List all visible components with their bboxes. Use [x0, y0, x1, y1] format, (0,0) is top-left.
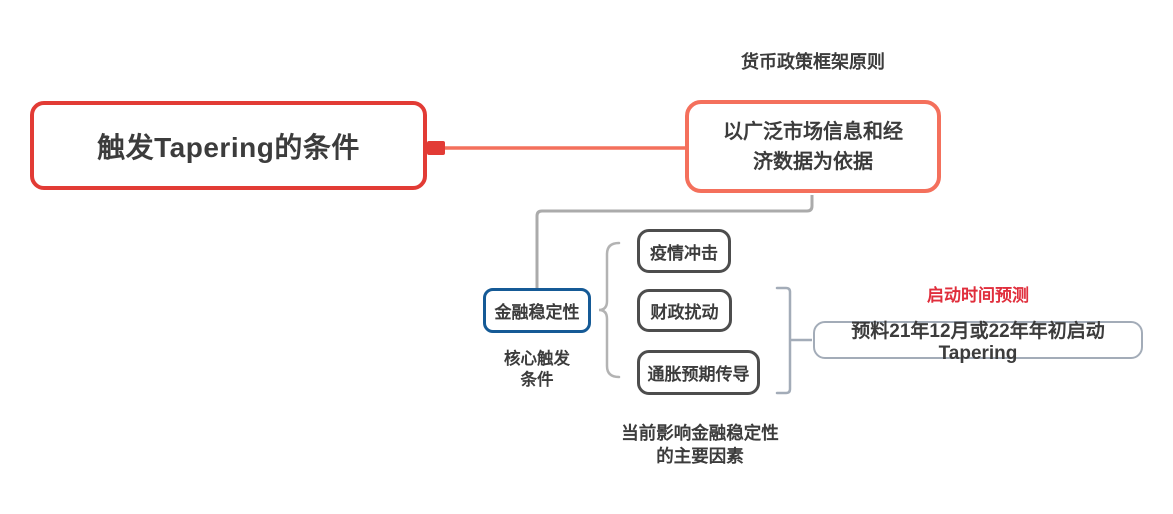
- node-root-topic[interactable]: 触发Tapering的条件: [30, 101, 427, 190]
- root-connector-stub: [427, 141, 445, 155]
- principle-label-line1: 以广泛市场信息和经: [723, 120, 903, 143]
- factor-inflation-expectation-label: 通胀预期传导: [647, 365, 750, 384]
- financial-stability-label: 金融稳定性: [494, 303, 580, 322]
- factor-fiscal-disturbance-label: 财政扰动: [650, 303, 719, 322]
- node-factor-pandemic-shock[interactable]: 疫情冲击: [637, 229, 731, 273]
- node-financial-stability[interactable]: 金融稳定性: [483, 288, 591, 333]
- principle-label: 以广泛市场信息和经 济数据为依据: [723, 117, 903, 177]
- monetary-policy-principle-text: 货币政策框架原则: [741, 52, 885, 72]
- root-topic-label: 触发Tapering的条件: [97, 131, 360, 163]
- label-core-trigger[interactable]: 核心触发 条件: [463, 349, 611, 391]
- tapering-prediction-label: 预料21年12月或22年年初启动Tapering: [851, 320, 1105, 364]
- factor-pandemic-shock-label: 疫情冲击: [650, 243, 718, 263]
- brace-stability-to-factors: [598, 241, 621, 379]
- label-main-factors[interactable]: 当前影响金融稳定性 的主要因素: [575, 422, 825, 468]
- node-principle[interactable]: 以广泛市场信息和经 济数据为依据: [685, 100, 941, 193]
- node-tapering-prediction[interactable]: 预料21年12月或22年年初启动Tapering: [813, 321, 1143, 364]
- core-trigger-line1: 核心触发: [504, 350, 570, 368]
- core-trigger-line2: 条件: [520, 371, 554, 389]
- bracket-factors-to-prediction: [775, 286, 792, 395]
- principle-label-line2: 济数据为依据: [753, 150, 873, 173]
- node-factor-inflation-expectation[interactable]: 通胀预期传导: [637, 350, 760, 395]
- label-launch-time-forecast[interactable]: 启动时间预测: [813, 281, 1143, 306]
- launch-time-forecast-text: 启动时间预测: [927, 286, 1029, 305]
- node-factor-fiscal-disturbance[interactable]: 财政扰动: [637, 289, 732, 332]
- label-monetary-policy-principle[interactable]: 货币政策框架原则: [685, 48, 941, 74]
- main-factors-line1: 当前影响金融稳定性: [621, 423, 779, 443]
- main-factors-line2: 的主要因素: [656, 446, 744, 466]
- connector-principle-to-stability: [535, 195, 814, 288]
